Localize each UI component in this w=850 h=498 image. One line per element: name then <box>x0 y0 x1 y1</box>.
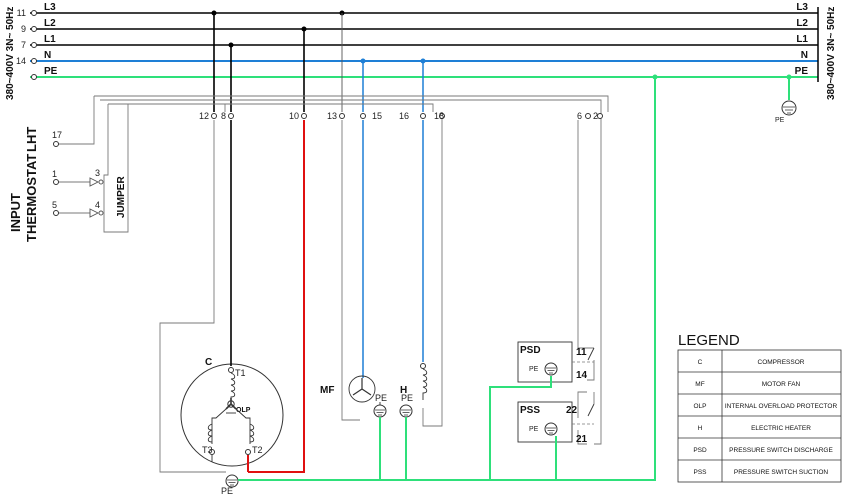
input-terminal-label: 3 <box>95 168 100 178</box>
heater-label: H <box>400 385 407 396</box>
heater: H PE <box>399 120 428 418</box>
input-terminal-label: 4 <box>95 200 100 210</box>
thermostat-contacts <box>89 177 104 218</box>
bus-terminal-number: 7 <box>21 40 26 50</box>
bus-line-label-left: N <box>44 50 51 61</box>
legend-code: PSD <box>693 447 707 454</box>
drop-wires <box>211 10 792 112</box>
pressure-switches: PSD PE 11 14 PSS PE 22 21 <box>517 341 595 445</box>
control-wiring <box>56 95 609 473</box>
bus-terminal-number: 11 <box>17 8 26 18</box>
fan-motor-symbol <box>348 375 376 403</box>
pss-box <box>517 401 573 443</box>
input-terminal-label: 1 <box>52 169 57 179</box>
legend-desc: COMPRESSOR <box>758 359 805 366</box>
terminal-label: 12 <box>199 111 209 121</box>
legend-code: C <box>698 359 703 366</box>
supply-bus: 11 9 7 14 L3 L2 L1 N PE L3 L2 L1 N PE 38… <box>5 2 837 100</box>
motor-fan-label: MF <box>320 385 334 396</box>
bus-line-label-left: L3 <box>44 2 56 13</box>
main-ground-label: PE <box>775 117 785 124</box>
bus-line-label-right: N <box>801 50 808 61</box>
legend-title: LEGEND <box>678 332 740 349</box>
terminal-label: 10 <box>289 111 299 121</box>
bus-line-label-left: PE <box>44 66 58 77</box>
psd-label: PSD <box>520 345 541 356</box>
bus-terminal-number: 14 <box>16 56 26 66</box>
legend-code: PSS <box>693 469 707 476</box>
psd-pe-label: PE <box>529 366 539 373</box>
bus-terminal-l2 <box>31 26 37 32</box>
legend-code: OLP <box>693 403 706 410</box>
bus-line-label-right: L1 <box>796 34 808 45</box>
input-terminal-label: 17 <box>52 130 62 140</box>
heater-pe-label: PE <box>401 393 413 403</box>
pss-pe-label: PE <box>529 426 539 433</box>
terminal-label: 8 <box>221 111 226 121</box>
input-section: 17 1 3 5 4 INPUT THERMOSTAT LHT JUMPER <box>8 127 127 242</box>
motor-fan: MF PE <box>320 120 387 418</box>
motor-fan-pe-label: PE <box>375 393 387 403</box>
pss-contact-label: 22 <box>566 405 578 416</box>
compressor-pe-label: PE <box>221 486 233 496</box>
legend-desc: INTERNAL OVERLOAD PROTECTOR <box>725 403 838 410</box>
terminal-label: 15 <box>372 111 382 121</box>
terminal-label: 16 <box>399 111 409 121</box>
supply-voltage-label-left: 380~400V 3N~ 50Hz <box>5 7 16 100</box>
compressor: C T1 OLP T3 T2 PE <box>180 120 305 496</box>
bus-line-label-right: L2 <box>796 18 808 29</box>
pss-label: PSS <box>520 405 540 416</box>
compressor-terminal-t3: T3 <box>202 445 213 455</box>
legend-desc: ELECTRIC HEATER <box>751 425 811 432</box>
bus-line-label-right: PE <box>795 66 809 77</box>
compressor-terminal-t1: T1 <box>235 368 246 378</box>
psd-contact-label: 11 <box>576 347 587 358</box>
legend-code: MF <box>695 381 704 388</box>
lht-label: LHT <box>24 127 39 152</box>
jumper-label: JUMPER <box>116 176 127 218</box>
legend-desc: PRESSURE SWITCH DISCHARGE <box>729 447 833 454</box>
bus-terminal-n <box>31 58 37 64</box>
bus-terminal-pe <box>31 74 37 80</box>
legend-code: H <box>698 425 703 432</box>
legend: LEGEND C COMPRESSOR MF MOTOR FAN OLP INT… <box>677 332 842 483</box>
compressor-label: C <box>205 357 212 368</box>
terminal-label: 13 <box>327 111 337 121</box>
terminal-block: 12 8 10 13 15 16 18 6 2 <box>199 111 603 121</box>
psd-contact-label: 14 <box>576 370 588 381</box>
supply-voltage-label-right: 380~400V 3N~ 50Hz <box>826 7 837 100</box>
bus-terminal-l1 <box>31 42 37 48</box>
bus-line-label-left: L2 <box>44 18 56 29</box>
legend-desc: MOTOR FAN <box>762 381 801 388</box>
red-wire <box>248 120 305 473</box>
compressor-housing <box>180 363 284 467</box>
terminal-label: 6 <box>577 111 582 121</box>
input-title: INPUT <box>8 193 23 232</box>
legend-desc: PRESSURE SWITCH SUCTION <box>734 469 829 476</box>
terminal-label: 18 <box>434 111 444 121</box>
input-terminal-label: 5 <box>52 200 57 210</box>
main-ground: PE <box>775 100 797 124</box>
earth-wiring <box>238 77 790 481</box>
bus-line-label-right: L3 <box>796 2 808 13</box>
olp-label: OLP <box>236 407 251 414</box>
bus-terminal-number: 9 <box>21 24 26 34</box>
bus-terminal-l3 <box>31 10 37 16</box>
compressor-terminal-t2: T2 <box>252 445 263 455</box>
pss-contact-label: 21 <box>576 434 588 445</box>
bus-line-label-left: L1 <box>44 34 56 45</box>
input-title-thermostat: THERMOSTAT <box>24 154 39 242</box>
terminal-label: 2 <box>593 111 598 121</box>
